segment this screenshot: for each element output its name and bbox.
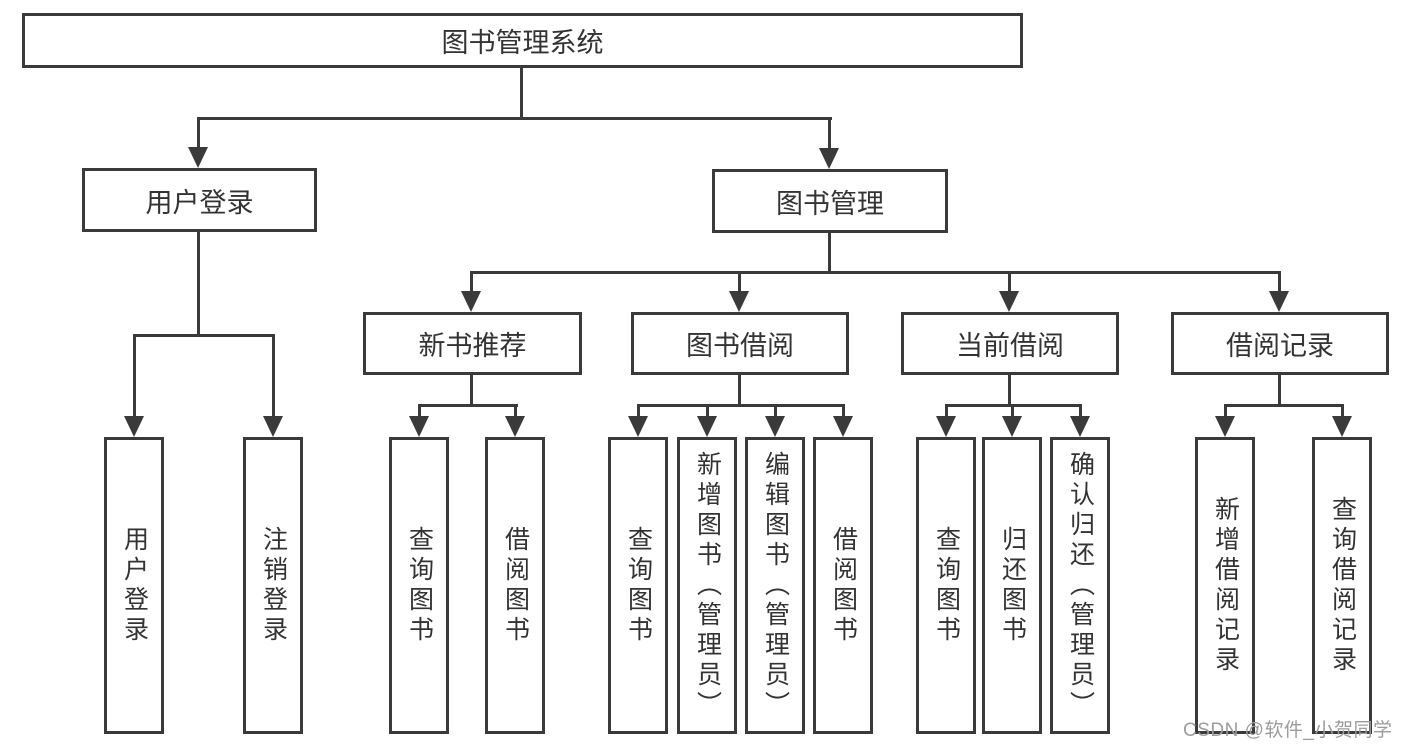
node-book-management-module: 图书管理: [712, 169, 948, 233]
connector-to-br-add: [1224, 404, 1227, 418]
leaf-current-return: 归还图书: [982, 437, 1042, 734]
node-book-borrow: 图书借阅: [631, 312, 849, 375]
leaf-borrow-borrow-book: 借阅图书: [813, 437, 873, 734]
arrowhead-cb-query: [936, 416, 956, 437]
connector-to-nb-borrow: [514, 404, 517, 418]
arrowhead-cb-confirm: [1070, 416, 1090, 437]
arrowhead-book-mgmt: [819, 148, 839, 169]
connector-book-mgmt-split: [470, 271, 1281, 274]
node-user-login-module: 用户登录: [82, 168, 317, 232]
connector-to-br-query: [1341, 404, 1344, 418]
leaf-user-login: 用户登录: [104, 437, 164, 734]
arrowhead-borrow-records: [1269, 291, 1289, 312]
connector-to-leaf-logout: [272, 334, 275, 417]
connector-root-stem: [520, 67, 523, 119]
leaf-newbook-borrow: 借阅图书: [485, 437, 545, 734]
arrowhead-bb-edit: [765, 416, 785, 437]
arrowhead-new-books: [461, 291, 481, 312]
connector-to-book-mgmt: [828, 117, 831, 150]
connector-to-user-login: [197, 117, 200, 149]
leaf-borrow-add-book: 新增图书（管理员）: [677, 437, 737, 734]
node-new-book-recommend: 新书推荐: [363, 312, 582, 375]
connector-to-leaf-login: [133, 334, 136, 417]
node-borrow-records: 借阅记录: [1171, 312, 1389, 375]
connector-user-login-split: [133, 334, 275, 337]
node-root-system: 图书管理系统: [22, 13, 1023, 68]
connector-book-mgmt-stem: [828, 232, 831, 273]
arrowhead-leaf-login: [124, 416, 144, 437]
leaf-current-query: 查询图书: [916, 437, 976, 734]
connector-new-books-stem: [470, 374, 473, 406]
connector-borrow-records-split: [1224, 404, 1344, 407]
leaf-current-confirm-return: 确认归还（管理员）: [1050, 437, 1110, 734]
connector-current-borrow-stem: [1008, 374, 1011, 406]
connector-to-current-borrow: [1008, 271, 1011, 293]
leaf-borrow-edit-book: 编辑图书（管理员）: [745, 437, 805, 734]
leaf-borrow-query: 查询图书: [608, 437, 668, 734]
arrowhead-bb-query: [628, 416, 648, 437]
arrowhead-nb-borrow: [505, 416, 525, 437]
leaf-records-query: 查询借阅记录: [1312, 437, 1372, 734]
connector-to-cb-return: [1011, 404, 1014, 418]
leaf-records-add: 新增借阅记录: [1195, 437, 1255, 734]
csdn-watermark: CSDN @软件_小贺同学: [1183, 720, 1393, 741]
leaf-logout: 注销登录: [243, 437, 303, 734]
connector-to-nb-query: [418, 404, 421, 418]
arrowhead-user-login: [188, 147, 208, 168]
arrowhead-leaf-logout: [263, 416, 283, 437]
arrowhead-nb-query: [409, 416, 429, 437]
connector-to-cb-confirm: [1079, 404, 1082, 418]
arrowhead-br-query: [1332, 416, 1352, 437]
arrowhead-book-borrow: [729, 291, 749, 312]
connector-to-borrow-records: [1278, 271, 1281, 293]
connector-to-cb-query: [945, 404, 948, 418]
connector-book-borrow-split: [637, 404, 845, 407]
connector-to-bb-edit: [774, 404, 777, 418]
connector-to-book-borrow: [738, 271, 741, 293]
arrowhead-bb-borrow: [833, 416, 853, 437]
connector-to-bb-add: [706, 404, 709, 418]
node-current-borrow: 当前借阅: [901, 312, 1119, 375]
arrowhead-br-add: [1215, 416, 1235, 437]
connector-to-bb-query: [637, 404, 640, 418]
arrowhead-cb-return: [1002, 416, 1022, 437]
connector-new-books-split: [418, 404, 518, 407]
leaf-newbook-query: 查询图书: [389, 437, 449, 734]
connector-to-bb-borrow: [842, 404, 845, 418]
connector-to-new-books: [470, 271, 473, 293]
connector-borrow-records-stem: [1278, 374, 1281, 406]
connector-user-login-stem: [197, 231, 200, 336]
arrowhead-current-borrow: [999, 291, 1019, 312]
connector-root-split: [197, 117, 832, 120]
connector-book-borrow-stem: [738, 374, 741, 406]
arrowhead-bb-add: [697, 416, 717, 437]
